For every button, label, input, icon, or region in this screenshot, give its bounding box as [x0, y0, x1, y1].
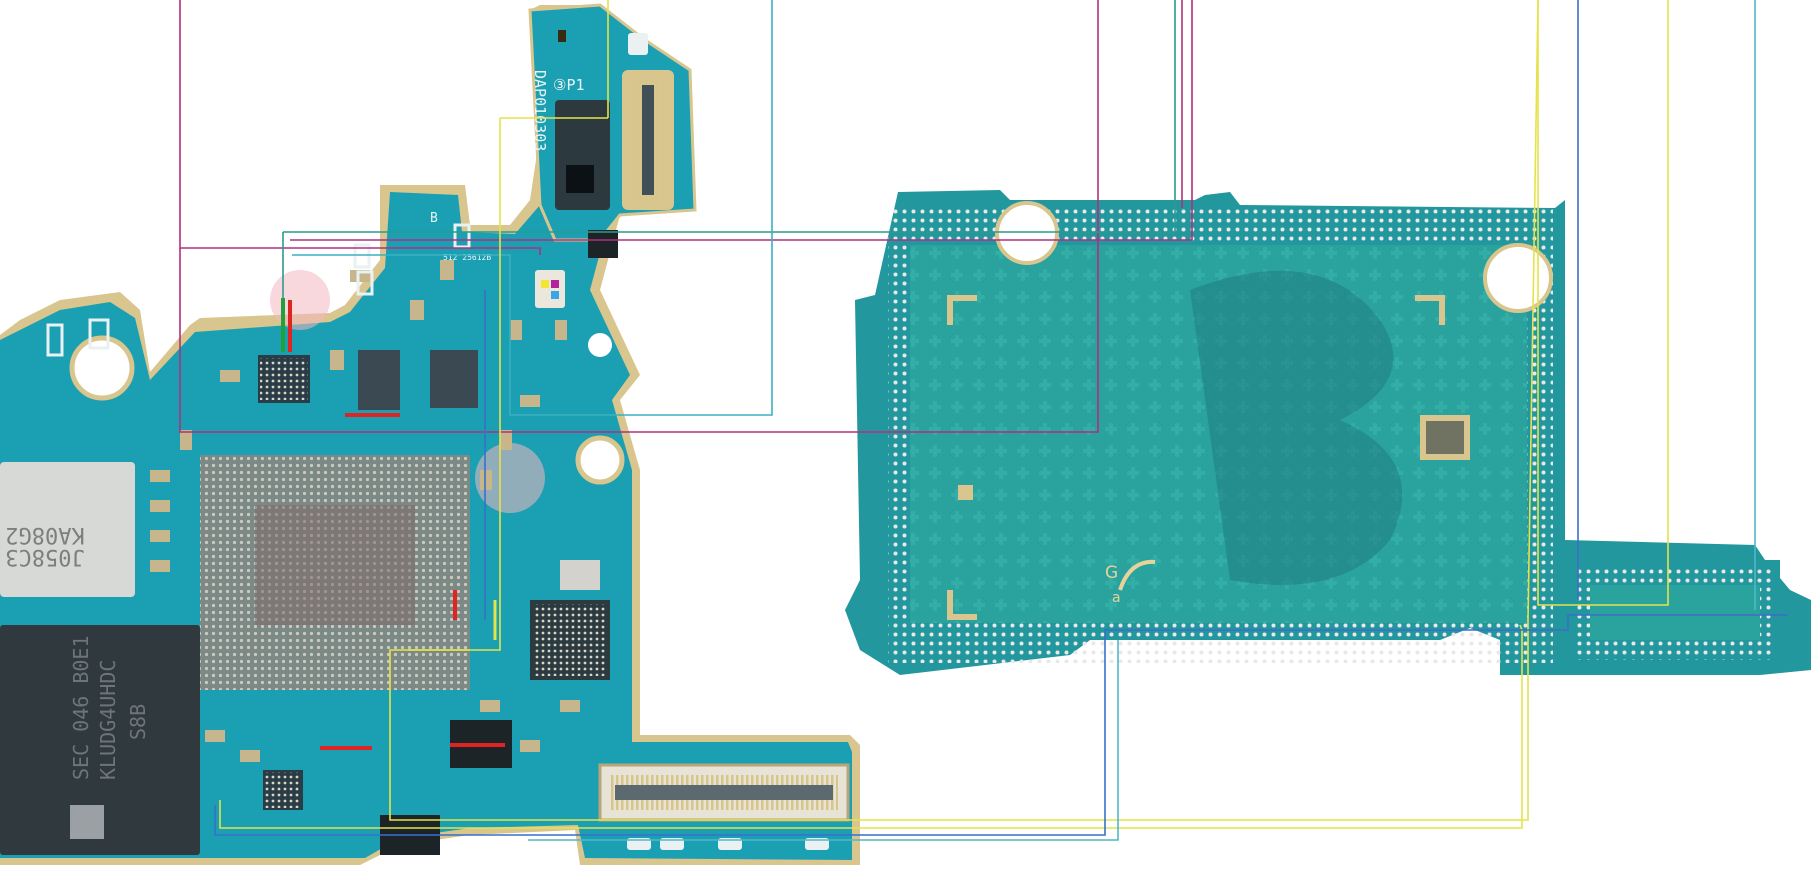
soc-center-region [255, 505, 415, 625]
flex-pad [558, 30, 566, 42]
test-pads [46, 223, 471, 357]
connector-pads [627, 838, 829, 850]
memory-chip-label-3: S8B [126, 704, 150, 740]
flex-chip [588, 230, 618, 258]
trace-magenta-2 [179, 0, 1099, 433]
connector-slot [615, 785, 833, 800]
ic-chip-c [430, 350, 478, 408]
wifi-chip-label-2: J058C3 [5, 544, 84, 569]
flex-pad-2 [628, 33, 648, 55]
fiducial-pad [958, 485, 973, 500]
watermark-mark-2 [475, 443, 545, 513]
shield-tab-plate [1590, 585, 1760, 640]
sensor-yellow [541, 280, 549, 288]
trace-yellow-3 [389, 0, 1539, 821]
proximity-sensor [555, 100, 610, 210]
memory-chip-label: SEC 046 B0E1 [69, 636, 93, 781]
corner-marks [947, 295, 1445, 620]
trace-blue-2 [214, 614, 1788, 836]
logo-a: a [1112, 590, 1121, 606]
trace-magenta-1 [179, 0, 541, 255]
trace-yellow-5 [219, 624, 1523, 829]
flex-connector-slot [642, 85, 654, 195]
trace-yellow-4 [1537, 0, 1669, 606]
color-sensor [535, 270, 565, 308]
logo-swoosh [1118, 559, 1156, 591]
trace-teal-3 [292, 0, 773, 416]
sensor-flex: DAP010303 ③P1 B 512 25612B [430, 3, 697, 308]
shield-hole-right [1483, 243, 1553, 313]
watermark-mark [270, 270, 330, 330]
wifi-module-chip [0, 462, 135, 597]
memory-chip [0, 625, 200, 855]
sensor-window [566, 165, 594, 193]
main-board: KA08G2 J058C3 SEC 046 B0E1 KLUDG4UHDC S8… [0, 5, 860, 865]
sensor-cyan [551, 291, 559, 299]
connector-ref-label: ③P1 [553, 76, 585, 94]
ic-chip-a-balls [260, 358, 308, 400]
watermark-ghost [1190, 270, 1403, 585]
shield-hole-left [995, 201, 1059, 265]
ic-chip-e-balls [265, 772, 301, 808]
top-mark-label: 512 25612B [443, 253, 491, 262]
mounting-hole-left [69, 335, 135, 401]
pmic-balls [534, 604, 606, 676]
trace-cyan-2 [528, 640, 1119, 841]
trace-magenta-3 [290, 0, 1193, 241]
mounting-hole-center [575, 435, 625, 485]
ic-chip-b [358, 350, 400, 410]
wifi-chip-label: KA08G2 [5, 522, 84, 547]
trace-teal-2 [283, 0, 1176, 233]
passive-components [150, 260, 580, 762]
flex-code-label: DAP010303 [531, 70, 549, 151]
sensor-magenta [551, 280, 559, 288]
memory-qr-code [70, 805, 104, 839]
logo-mark: G [1105, 563, 1118, 583]
memory-chip-label-2: KLUDG4UHDC [96, 660, 120, 780]
ic-chip-f [560, 560, 600, 590]
trace-overlay [179, 0, 1788, 841]
mark-b: B [430, 211, 438, 226]
shield-board: G a [845, 190, 1811, 675]
datamatrix-pattern [1426, 421, 1464, 454]
notch-hole [588, 333, 612, 357]
